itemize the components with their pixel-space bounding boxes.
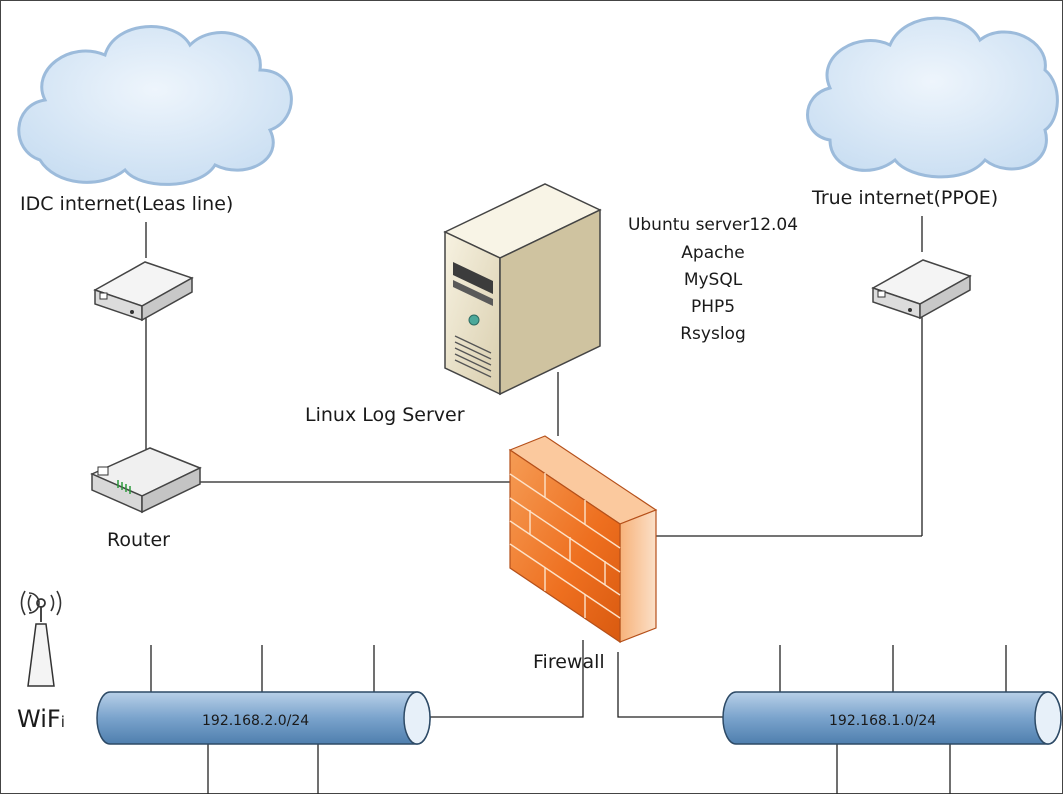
network-pipe-left [96,691,431,745]
router-label: Router [107,529,170,551]
cloud-icon-idc [17,25,293,186]
network-pipe-right [722,691,1062,745]
subnet-label-left: 192.168.2.0/24 [202,713,309,729]
software-item: PHP5 [691,297,735,317]
modem-icon-right [871,259,972,320]
router-icon [90,447,202,514]
firewall-icon [508,435,658,644]
subnet-label-right: 192.168.1.0/24 [829,713,936,729]
software-item: MySQL [684,270,743,290]
server-label: Linux Log Server [305,404,465,426]
modem-icon-left [93,261,194,322]
cloud-label-idc: IDC internet(Leas line) [20,193,233,215]
server-software-list: Ubuntu server12.04 Apache MySQL PHP5 Rsy… [628,215,798,344]
wifi-label-sub: i [61,713,65,731]
wifi-label: WiFi [17,705,65,733]
software-item: Ubuntu server12.04 [628,215,798,235]
wifi-antenna-icon [20,590,62,687]
cloud-label-true: True internet(PPOE) [811,187,998,209]
firewall-label: Firewall [533,651,605,673]
software-item: Apache [681,243,744,263]
wifi-label-main: WiF [17,705,61,733]
cloud-icon-true [806,16,1059,179]
connection-lines [145,216,1007,794]
server-icon [443,183,602,396]
software-item: Rsyslog [680,324,746,344]
